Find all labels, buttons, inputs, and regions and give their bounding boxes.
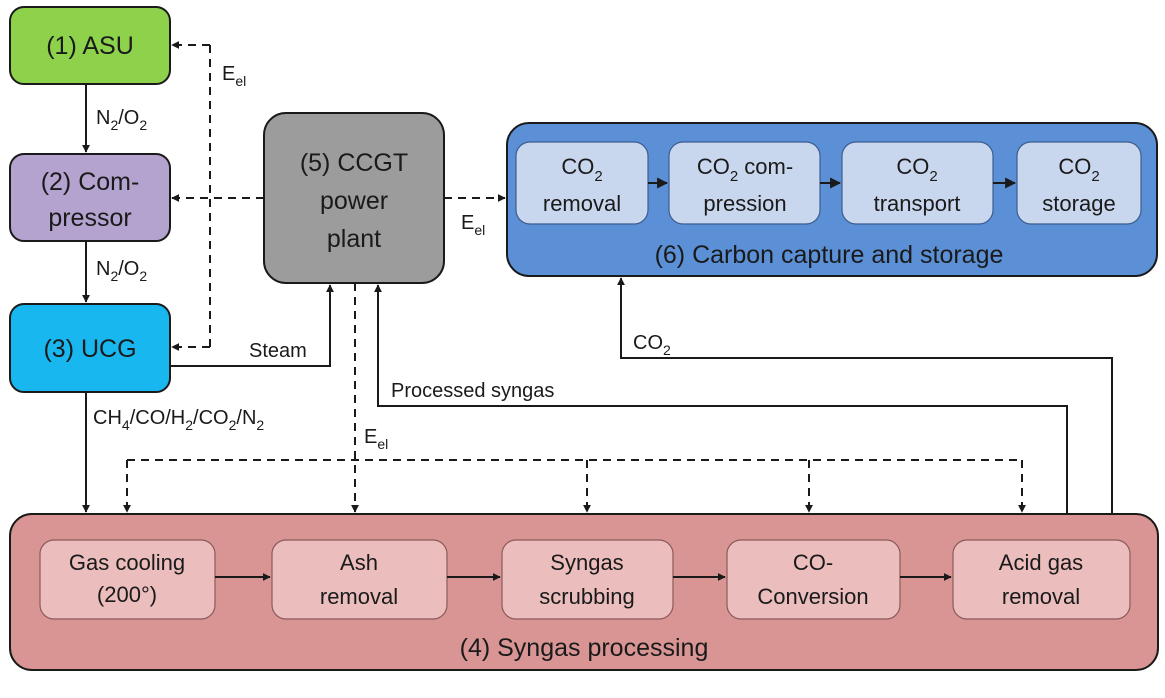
ccs-step-label: storage (1042, 191, 1115, 216)
unit-asu: (1) ASU (9, 6, 171, 85)
syngas-step-label: removal (1002, 584, 1080, 609)
flow-label-processed-syngas: Processed syngas (391, 380, 554, 402)
ccs-step-co2-storage: CO2 storage (1016, 141, 1142, 225)
syngas-step-label: Acid gas (999, 550, 1083, 575)
flow-label-n2o2: N2/O2 (96, 258, 147, 284)
unit-label: (5) CCGT (300, 149, 408, 177)
syngas-step-label: scrubbing (539, 584, 634, 609)
solid-flows (82, 84, 1113, 514)
syngas-step-label: Syngas (550, 550, 623, 575)
ccs-step-label: CO2 com- (697, 154, 793, 185)
flow-label-eel: Eel (222, 63, 246, 89)
flow-label-eel: Eel (461, 212, 485, 238)
flow-processed-syngas (374, 284, 1068, 514)
ccs-step-co2-removal: CO2 removal (515, 141, 649, 225)
flow-label-eel: Eel (364, 426, 388, 452)
unit-label: plant (327, 225, 381, 253)
ccs-step-label: removal (543, 191, 621, 216)
ccs-step-co2-compression: CO2 com- pression (668, 141, 821, 225)
unit-label: (3) UCG (43, 335, 136, 363)
flow-steam (170, 284, 334, 367)
flow-co2 (617, 277, 1113, 514)
unit-ucg: (3) UCG (9, 303, 171, 393)
syngas-step-label: CO- (793, 550, 833, 575)
ccs-step-label: CO2 (896, 154, 937, 185)
syngas-step-label: (200°) (97, 582, 157, 607)
syngas-step-label: Ash (340, 550, 378, 575)
syngas-step-acid-gas-removal: Acid gas removal (952, 539, 1131, 620)
syngas-step-label: removal (320, 584, 398, 609)
syngas-step-label: Gas cooling (69, 550, 185, 575)
unit-compressor: (2) Com- pressor (9, 153, 171, 242)
ccs-step-co2-transport: CO2 transport (841, 141, 994, 225)
dashed-electricity-flows (123, 41, 1026, 513)
flow-label-n2o2: N2/O2 (96, 107, 147, 133)
syngas-step-gas-cooling: Gas cooling (200°) (39, 539, 216, 620)
syngas-step-co-conversion: CO- Conversion (726, 539, 901, 620)
flow-label-raw-gas: CH4/CO/H2/CO2/N2 (93, 407, 264, 433)
ccs-title: (6) Carbon capture and storage (655, 241, 1004, 269)
unit-label: (1) ASU (46, 32, 134, 60)
ccs-step-label: transport (874, 191, 961, 216)
unit-label: pressor (48, 204, 131, 232)
syngas-step-syngas-scrubbing: Syngas scrubbing (501, 539, 674, 620)
unit-ccgt: (5) CCGT power plant (263, 112, 445, 284)
flow-label-steam: Steam (249, 340, 307, 362)
flow-label-co2: CO2 (633, 332, 671, 358)
ccs-step-label: CO2 (1058, 154, 1099, 185)
unit-label: (2) Com- (41, 168, 140, 196)
syngas-step-ash-removal: Ash removal (271, 539, 448, 620)
ccs-step-label: CO2 (561, 154, 602, 185)
syngas-step-label: Conversion (757, 584, 868, 609)
unit-label: power (320, 187, 388, 215)
syngas-processing-title: (4) Syngas processing (460, 634, 709, 662)
ccs-step-label: pression (703, 191, 786, 216)
